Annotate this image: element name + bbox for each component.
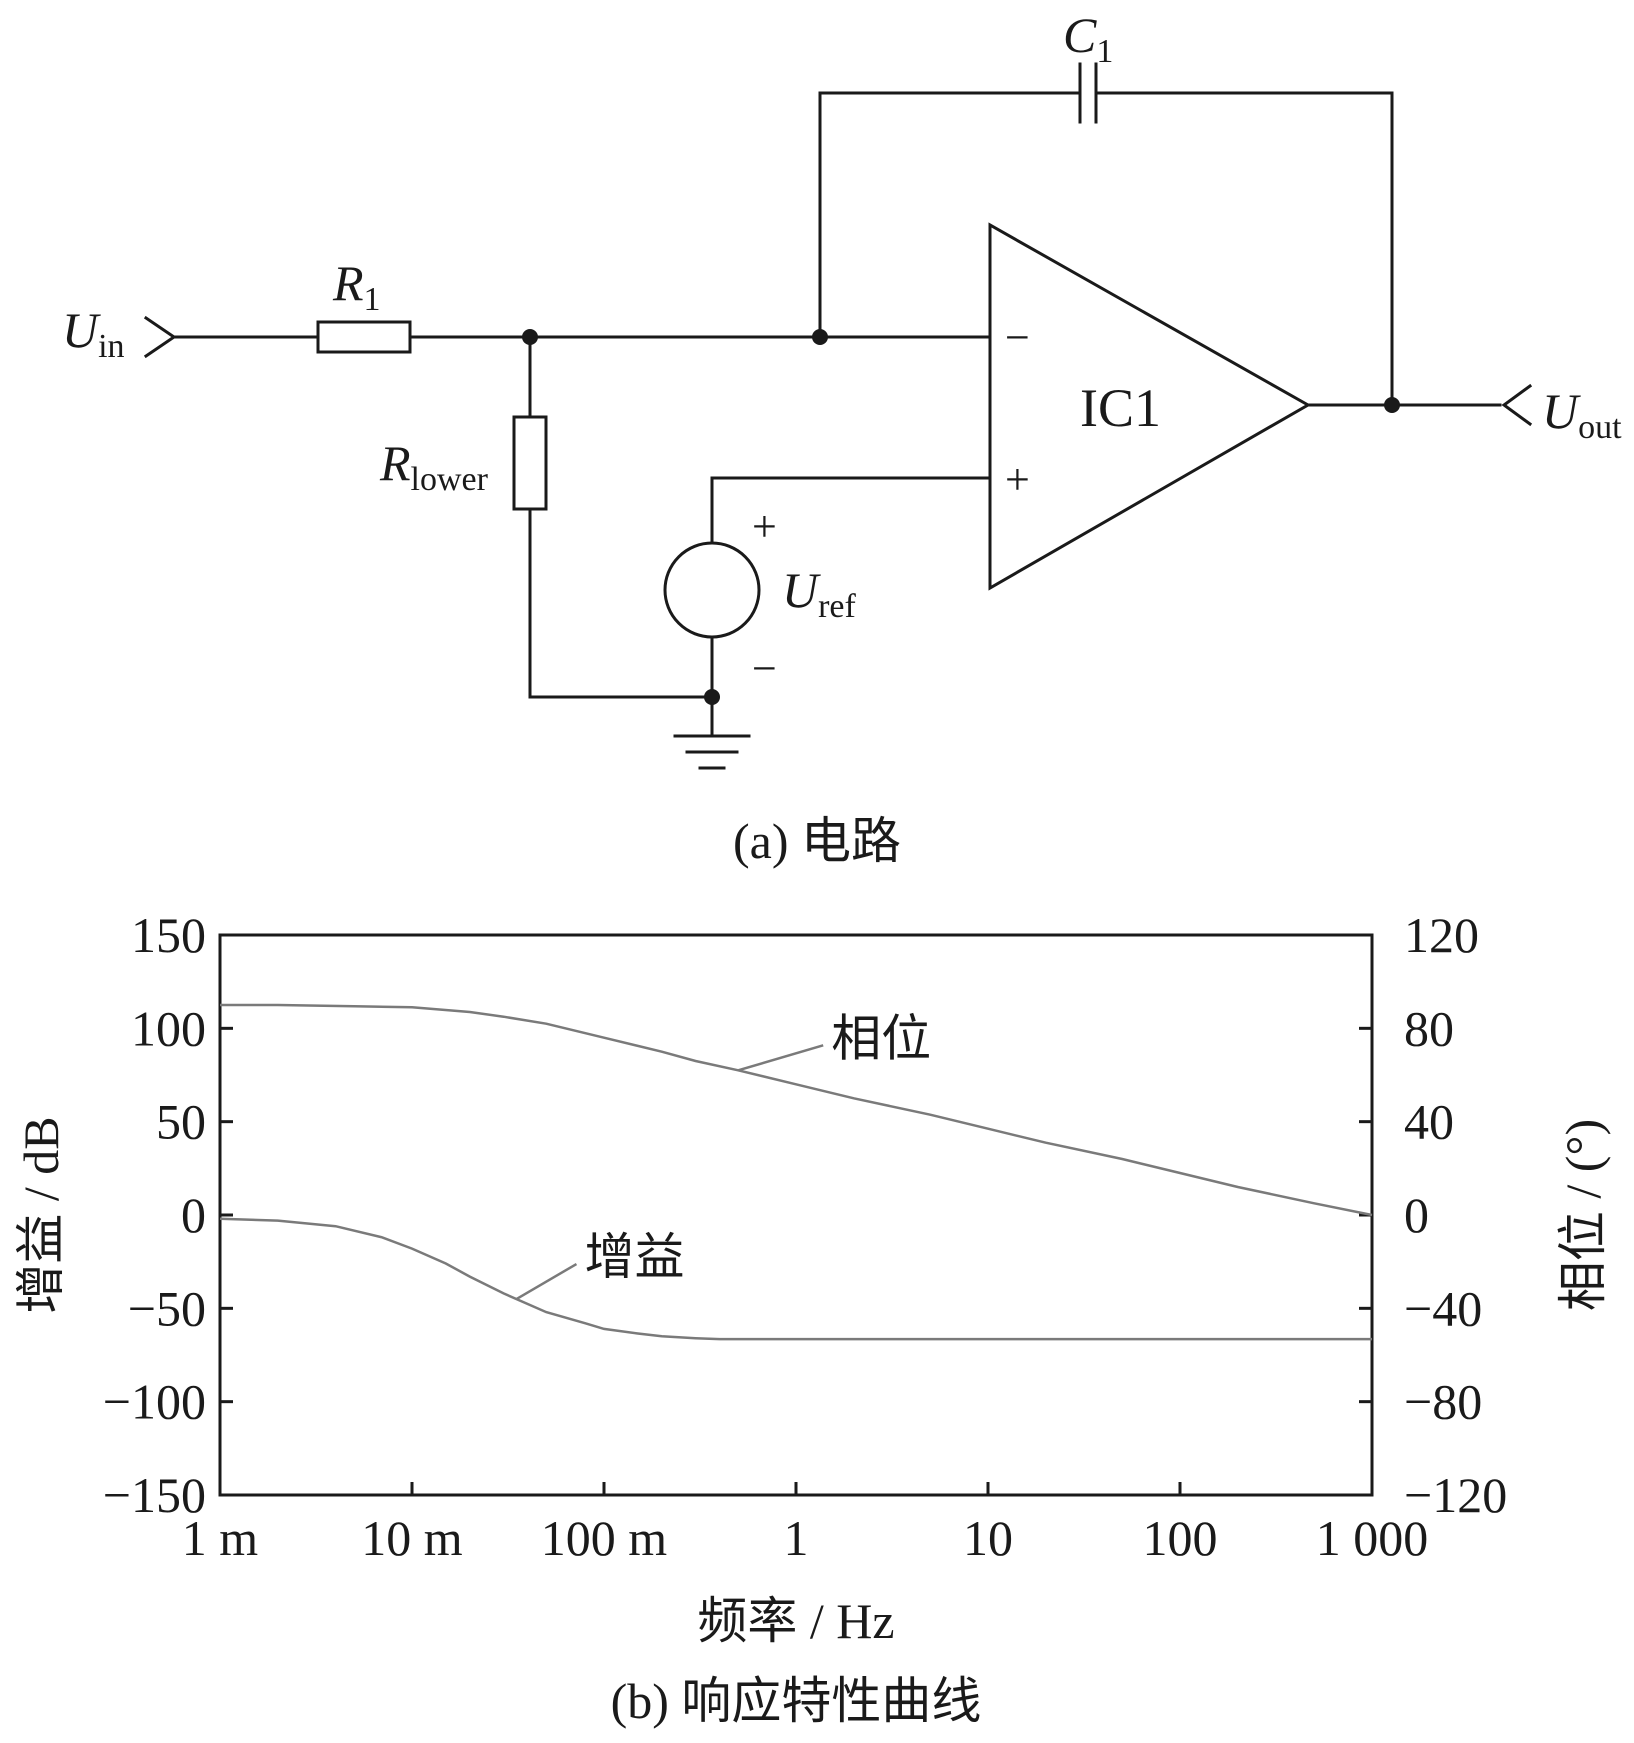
phase-series-line	[220, 1003, 1373, 1217]
opamp-plus-sign: +	[1005, 455, 1030, 504]
y-right-tick-label: −40	[1404, 1280, 1482, 1336]
y-axis-left-label: 增益 / dB	[13, 1116, 69, 1313]
y-right-tick-label: 120	[1404, 907, 1479, 963]
y-left-tick-label: 150	[131, 907, 206, 963]
y-right-tick-label: 40	[1404, 1094, 1454, 1150]
plot-frame	[218, 933, 1374, 1497]
gain-series-line	[219, 1217, 1372, 1341]
y-left-tick-label: −100	[103, 1374, 206, 1430]
voltage-source-uref	[663, 541, 761, 639]
y-right-tick-label: 0	[1404, 1187, 1429, 1243]
x-tick-label: 1 000	[1316, 1510, 1429, 1566]
y-left-tick-label: 100	[131, 1000, 206, 1056]
wire-feedback-left	[818, 91, 1080, 339]
wire-rlower-ground	[528, 507, 714, 699]
series-label: 增益	[584, 1229, 684, 1285]
resistor-rlower	[512, 415, 548, 511]
x-axis-ticks: 1 m 10 m 100 m 1 10 100 1 000	[182, 1482, 1428, 1566]
uref-label: Uref	[782, 562, 857, 625]
series-leader-line	[737, 1044, 824, 1072]
junction-dot-ground	[704, 689, 720, 705]
series-leader-line	[515, 1262, 578, 1301]
opamp-label: IC1	[1080, 378, 1161, 438]
y-axis-right-label: 相位 / (°)	[1555, 1119, 1611, 1311]
uout-label: Uout	[1542, 383, 1622, 446]
wire-uref-noninv	[710, 476, 992, 545]
rlower-label: Rlower	[379, 435, 489, 498]
junction-dot-output	[1384, 397, 1400, 413]
uout-connector	[1501, 383, 1533, 427]
opamp-ic1	[988, 222, 1312, 591]
opamp-minus-sign: −	[1005, 313, 1030, 362]
bode-chart: 1 m 10 m 100 m 1 10 100 1 000 150 100 50 0 −50 −100…	[13, 907, 1611, 1729]
resistor-r1	[316, 320, 412, 354]
uin-connector	[143, 315, 177, 359]
r1-label: R1	[332, 255, 381, 318]
y-left-tick-label: −150	[103, 1467, 206, 1523]
y-axis-left-ticks: 150 100 50 0 −50 −100 −150	[103, 907, 233, 1523]
x-tick-label: 10 m	[361, 1510, 463, 1566]
uref-plus-sign: +	[752, 502, 777, 551]
y-axis-right-ticks: 120 80 40 0 −40 −80 −120	[1359, 907, 1507, 1523]
c1-label: C1	[1063, 7, 1113, 70]
caption-b: (b) 响应特性曲线	[611, 1673, 982, 1729]
x-tick-label: 1 m	[182, 1510, 259, 1566]
x-tick-label: 10	[963, 1510, 1013, 1566]
x-axis-label: 频率 / Hz	[697, 1593, 894, 1649]
uin-label: Uin	[62, 302, 125, 365]
caption-a: (a) 电路	[733, 813, 901, 869]
circuit-diagram: Uin R1 Rlower C1 − + IC1	[62, 7, 1622, 869]
x-tick-label: 100 m	[541, 1510, 668, 1566]
wire-feedback-right	[1096, 91, 1394, 407]
uref-minus-sign: −	[752, 644, 777, 693]
y-left-tick-label: 50	[156, 1094, 206, 1150]
ground-icon	[673, 734, 751, 770]
series-label: 相位	[831, 1010, 931, 1066]
x-tick-label: 100	[1143, 1510, 1218, 1566]
y-right-tick-label: 80	[1404, 1000, 1454, 1056]
y-right-tick-label: −80	[1404, 1374, 1482, 1430]
x-tick-label: 1	[784, 1510, 809, 1566]
y-left-tick-label: −50	[128, 1280, 206, 1336]
y-right-tick-label: −120	[1404, 1467, 1507, 1523]
y-left-tick-label: 0	[181, 1187, 206, 1243]
